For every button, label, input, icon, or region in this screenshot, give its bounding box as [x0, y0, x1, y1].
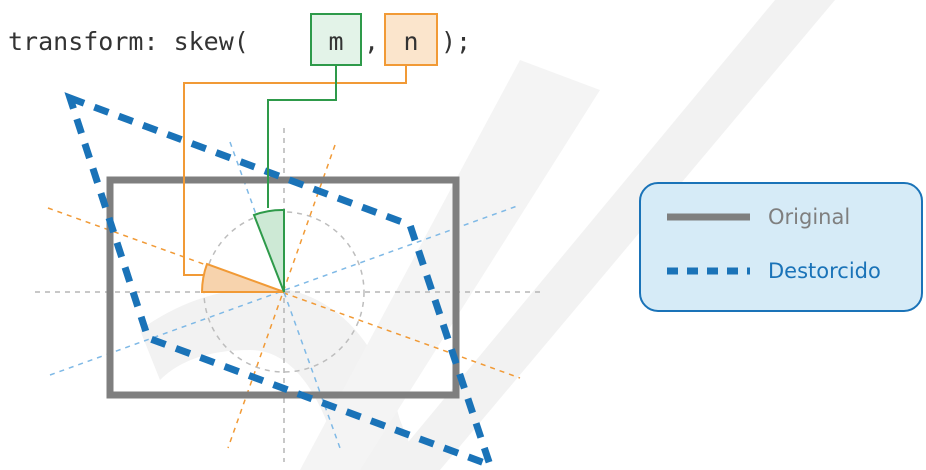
code-separator: , — [364, 27, 379, 56]
distorted-shape — [64, 92, 496, 470]
watermark-slash — [385, 0, 835, 470]
code-prefix: transform: skew( — [8, 27, 249, 56]
connector-m — [267, 66, 337, 208]
watermark — [140, 0, 835, 470]
legend-box — [639, 182, 923, 312]
skew-angle-m-wedge — [252, 208, 285, 293]
watermark-stroke-2 — [300, 60, 600, 470]
param-m-label: m — [328, 27, 343, 56]
param-n-box — [384, 13, 438, 66]
connector-n — [183, 66, 407, 276]
code-line: transform: skew( m , n ); — [8, 13, 471, 66]
original-rectangle — [106, 176, 460, 399]
skew-axis-orange-steep — [227, 144, 336, 449]
param-n-label: n — [403, 27, 418, 56]
param-m-box — [310, 13, 362, 66]
legend-original-label: Original — [768, 205, 850, 229]
skew-axis-blue-shallow — [49, 204, 521, 376]
code-suffix: ); — [441, 27, 471, 56]
legend: Original Destorcido — [639, 182, 923, 312]
legend-distorted-label: Destorcido — [768, 259, 881, 283]
skew-angle-n-wedge — [200, 262, 285, 293]
